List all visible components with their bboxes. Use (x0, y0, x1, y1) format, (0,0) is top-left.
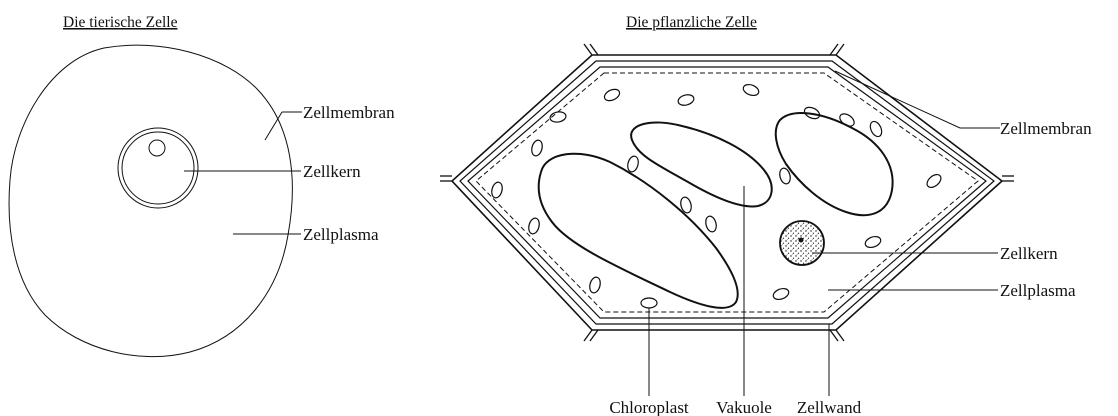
animal-cell-membrane (9, 45, 292, 356)
animal-nucleolus (149, 140, 165, 156)
animal-label-nucleus: Zellkern (303, 162, 361, 181)
chloroplast (742, 83, 760, 98)
animal-nucleus (118, 128, 198, 208)
chloroplast (838, 111, 857, 128)
neighbor-wall-stubs (440, 44, 1014, 341)
chloroplast (864, 235, 882, 250)
plant-label-membrane: Zellmembran (1000, 119, 1092, 138)
chloroplast (704, 215, 718, 233)
chloroplast (588, 276, 602, 294)
plant-label-cytoplasm: Zellplasma (1000, 281, 1076, 300)
chloroplast (641, 298, 657, 308)
plant-cell-wall (452, 55, 1002, 330)
plant-cell-title: Die pflanzliche Zelle (626, 14, 757, 31)
plant-cell: Die pflanzliche Zelle (440, 14, 1092, 416)
plant-nucleus (780, 221, 824, 265)
animal-membrane-pointer (265, 112, 282, 140)
animal-label-membrane: Zellmembran (303, 103, 395, 122)
plant-cell-wall-inner (460, 61, 994, 324)
chloroplast (603, 87, 622, 103)
chloroplast (527, 217, 541, 235)
chloroplast (677, 93, 695, 107)
plant-label-chloroplast: Chloroplast (609, 398, 689, 416)
chloroplast (626, 155, 640, 173)
chloroplast (530, 139, 544, 157)
vacuole-center (631, 122, 772, 206)
plant-nucleolus (799, 238, 804, 243)
animal-cell-title: Die tierische Zelle (63, 14, 178, 31)
plant-label-nucleus: Zellkern (1000, 244, 1058, 263)
chloroplast (490, 181, 504, 199)
plant-label-cell-wall: Zellwand (797, 398, 862, 416)
plant-label-vacuole: Vakuole (716, 398, 772, 416)
chloroplast (925, 172, 944, 190)
chloroplast (772, 287, 790, 302)
vacuole-right (776, 113, 893, 215)
animal-cell: Die tierische Zelle Zellmembran Zellkern… (9, 14, 395, 357)
animal-label-cytoplasm: Zellplasma (303, 225, 379, 244)
chloroplast (868, 120, 884, 139)
